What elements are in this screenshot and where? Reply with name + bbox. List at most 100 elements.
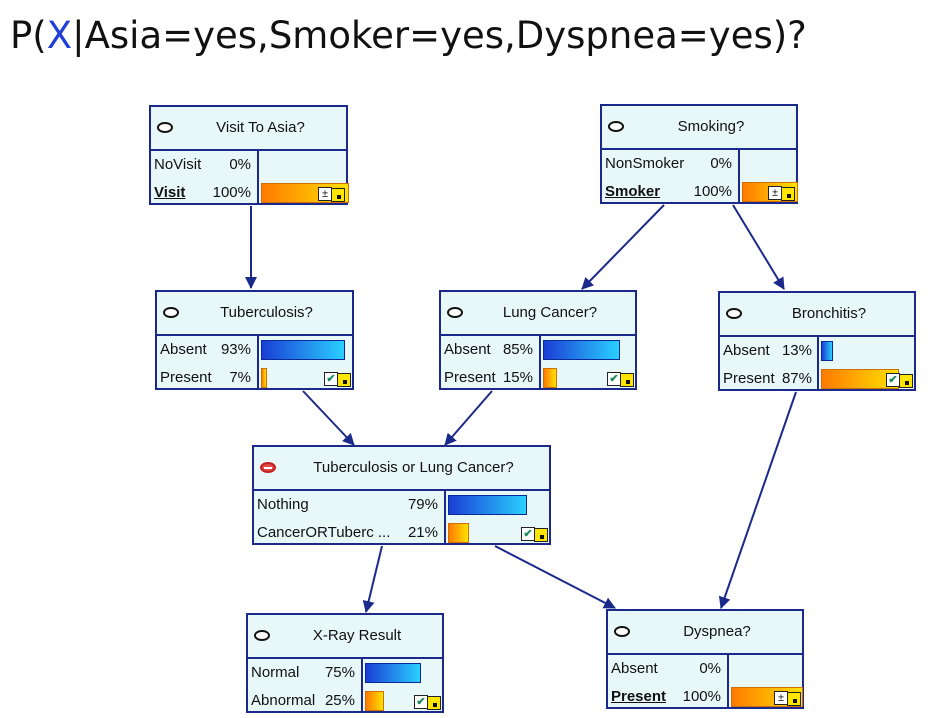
state-percentage: 15%: [502, 369, 533, 386]
checkmark-icon[interactable]: ✔: [521, 527, 535, 541]
node-corner-icon[interactable]: [534, 528, 548, 542]
node-corner-icon[interactable]: [337, 373, 351, 387]
state-column-divider: [444, 491, 446, 543]
state-column-divider: [257, 336, 259, 388]
checkmark-icon[interactable]: ✔: [886, 373, 900, 387]
edge-smoking-lungcancer: [581, 204, 665, 290]
state-label: NoVisit: [154, 156, 202, 173]
state-row[interactable]: Smoker 100%: [602, 179, 798, 205]
node-title: Bronchitis?: [791, 305, 867, 322]
evidence-marker-icon[interactable]: [260, 462, 276, 473]
edge-tuberculosis-either: [302, 390, 355, 446]
plus-minus-icon[interactable]: ±: [768, 186, 782, 200]
state-row[interactable]: Absent 93%: [157, 337, 352, 363]
state-row[interactable]: Present 100%: [608, 684, 803, 710]
state-percentage: 79%: [407, 496, 438, 513]
node-corner-icon[interactable]: [620, 373, 634, 387]
node-corner-icon[interactable]: [331, 188, 345, 202]
node-tuberculosis-or-lung-cancer[interactable]: Tuberculosis or Lung Cancer? Nothing 79% C…: [252, 445, 551, 545]
state-label: Visit: [154, 184, 186, 201]
state-label: Abnormal: [251, 692, 316, 709]
state-row[interactable]: Nothing 79%: [254, 492, 549, 518]
edge-either-xray: [362, 545, 383, 613]
node-state-oval-icon[interactable]: [157, 122, 173, 133]
state-probability-bar: [821, 341, 833, 361]
state-row[interactable]: Abnormal 25%: [248, 688, 442, 714]
state-column-divider: [361, 659, 363, 711]
state-percentage: 100%: [693, 183, 732, 200]
node-title: X-Ray Result: [312, 627, 402, 644]
state-probability-bar: [261, 368, 267, 388]
state-label: Present: [444, 369, 496, 386]
state-percentage: 93%: [220, 341, 251, 358]
node-state-oval-icon[interactable]: [608, 121, 624, 132]
node-state-oval-icon[interactable]: [163, 307, 179, 318]
state-probability-bar: [448, 523, 469, 543]
state-label: Absent: [444, 341, 491, 358]
state-percentage: 75%: [324, 664, 355, 681]
node-title: Smoking?: [677, 118, 745, 135]
state-percentage: 0%: [229, 156, 251, 173]
query-conditions: |Asia=yes,Smoker=yes,Dyspnea=yes)?: [72, 14, 807, 57]
state-percentage: 7%: [229, 369, 251, 386]
checkmark-icon[interactable]: ✔: [414, 695, 428, 709]
state-percentage: 0%: [710, 155, 732, 172]
state-label: Nothing: [257, 496, 309, 513]
state-row[interactable]: Present 15%: [441, 365, 635, 391]
state-percentage: 25%: [324, 692, 355, 709]
state-probability-bar: [261, 340, 345, 360]
checkmark-icon[interactable]: ✔: [324, 372, 338, 386]
state-label: Absent: [160, 341, 207, 358]
state-percentage: 13%: [781, 342, 812, 359]
node-title: Tuberculosis or Lung Cancer?: [313, 459, 514, 476]
state-row[interactable]: CancerORTuberc ...21%: [254, 520, 549, 546]
state-label: Smoker: [605, 183, 661, 200]
state-row[interactable]: Present 7%: [157, 365, 352, 391]
node-title: Visit To Asia?: [216, 119, 305, 136]
node-corner-icon[interactable]: [787, 692, 801, 706]
edge-smoking-bronchitis: [732, 204, 785, 290]
node-state-oval-icon[interactable]: [254, 630, 270, 641]
state-label: Present: [723, 370, 775, 387]
node-state-oval-icon[interactable]: [447, 307, 463, 318]
node-corner-icon[interactable]: [899, 374, 913, 388]
edge-either-dyspnea: [494, 545, 616, 609]
state-row[interactable]: NoVisit 0%: [151, 152, 346, 178]
state-percentage: 100%: [682, 688, 721, 705]
state-label: CancerORTuberc ...: [257, 524, 391, 541]
checkmark-icon[interactable]: ✔: [607, 372, 621, 386]
edge-lungcancer-either: [444, 390, 493, 446]
node-state-oval-icon[interactable]: [726, 308, 742, 319]
state-label: Present: [611, 688, 667, 705]
node-title: Dyspnea?: [683, 623, 751, 640]
node-corner-icon[interactable]: [781, 187, 795, 201]
state-probability-bar: [365, 691, 384, 711]
state-column-divider: [257, 151, 259, 203]
query-title: P(X|Asia=yes,Smoker=yes,Dyspnea=yes)?: [10, 14, 807, 57]
state-column-divider: [539, 336, 541, 388]
node-corner-icon[interactable]: [427, 696, 441, 710]
node-state-oval-icon[interactable]: [614, 626, 630, 637]
state-column-divider: [738, 150, 740, 202]
state-probability-bar: [543, 340, 620, 360]
plus-minus-icon[interactable]: ±: [774, 691, 788, 705]
state-label: Present: [160, 369, 212, 386]
plus-minus-icon[interactable]: ±: [318, 187, 332, 201]
state-column-divider: [817, 337, 819, 389]
query-prefix: P(: [10, 14, 47, 57]
